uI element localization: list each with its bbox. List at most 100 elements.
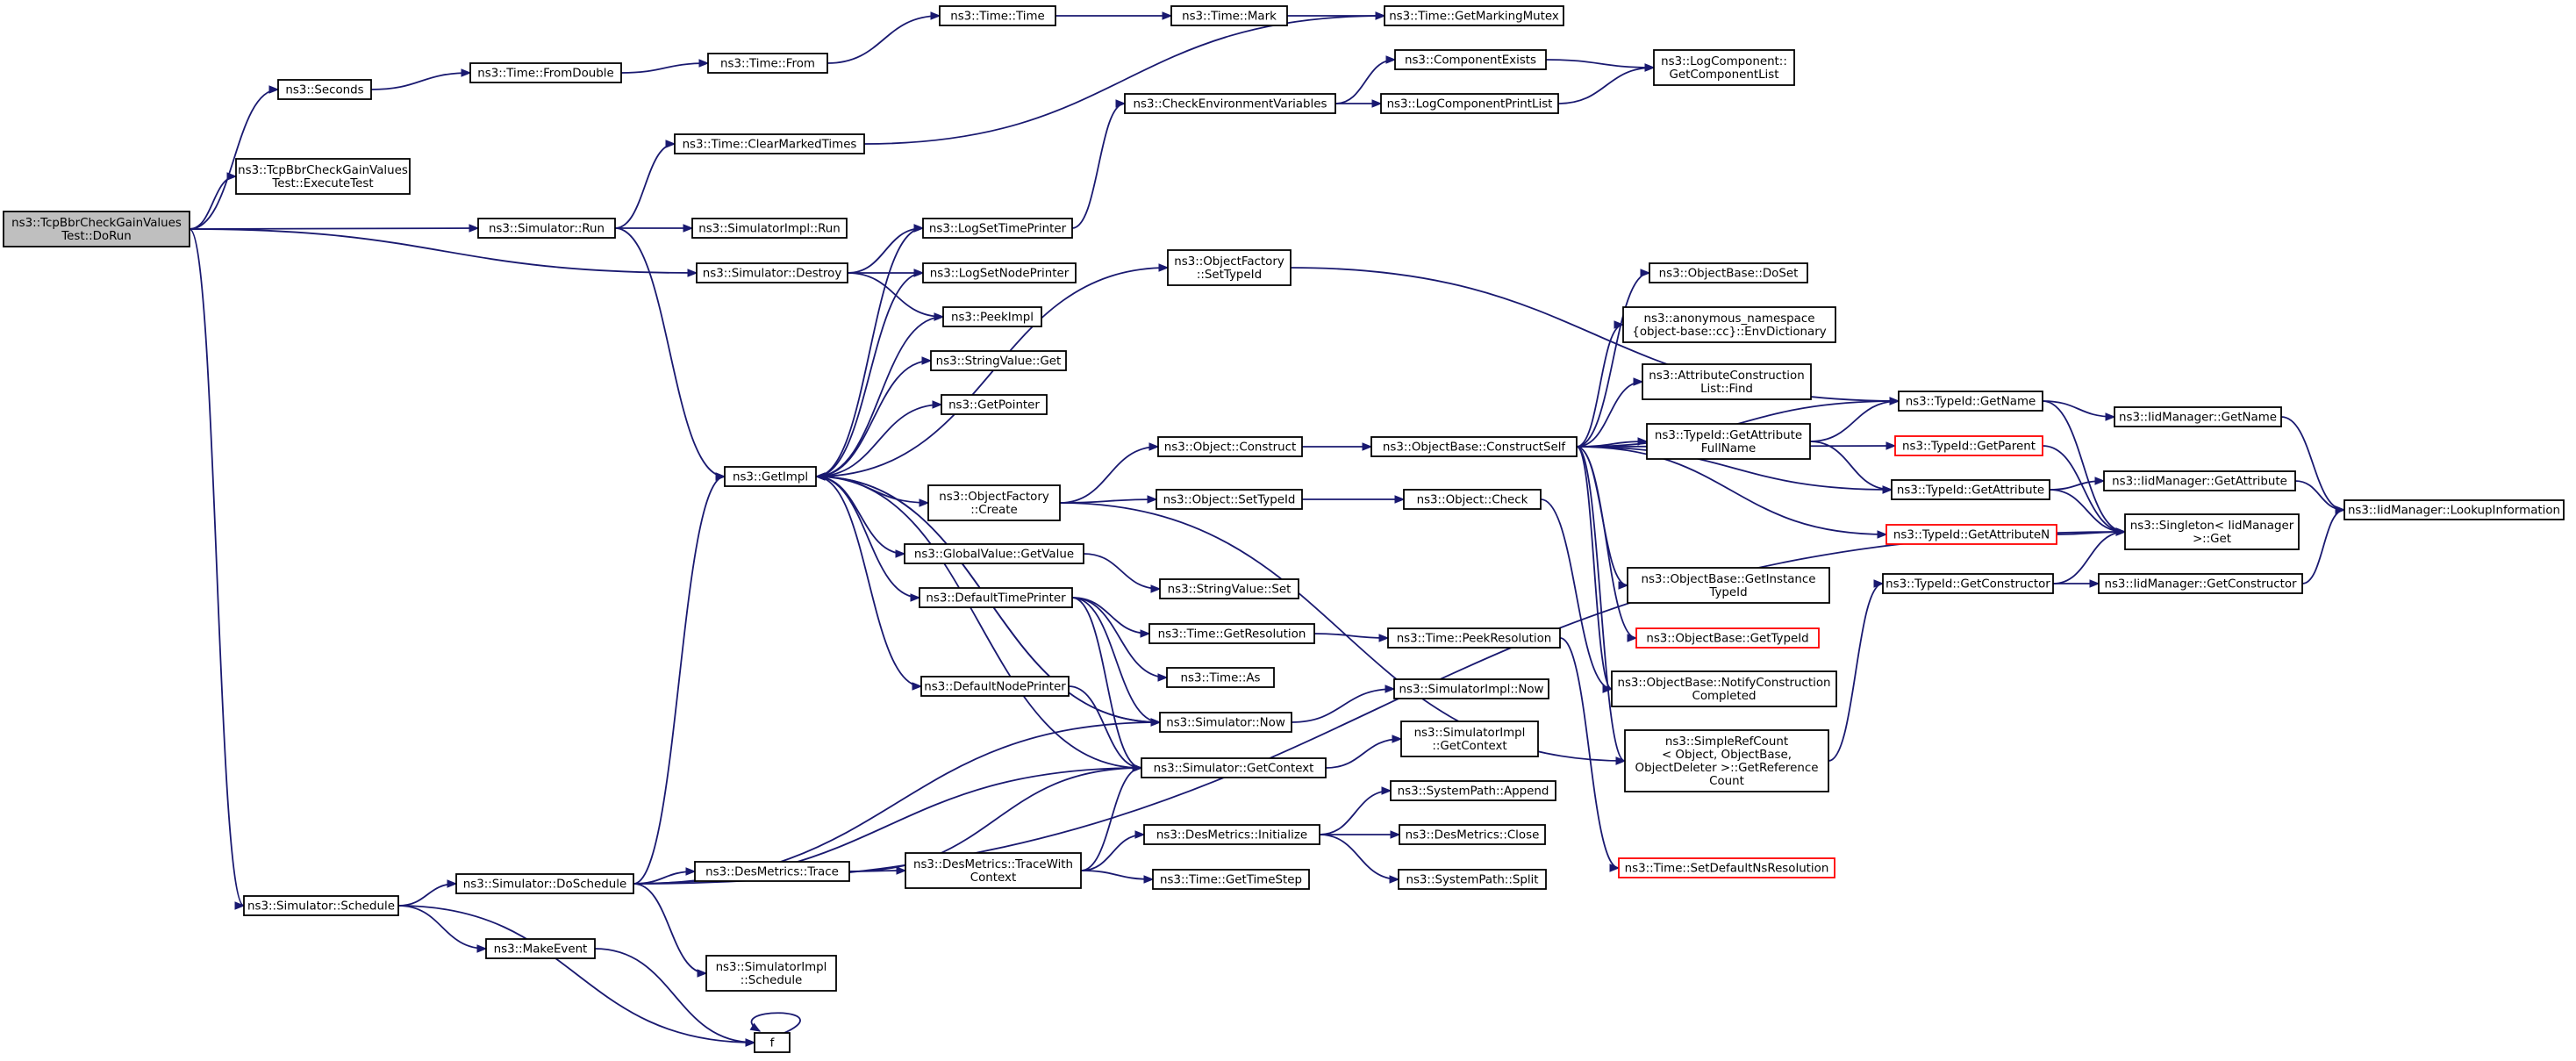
node-peekres[interactable]: ns3::Time::PeekResolution — [1387, 627, 1561, 649]
node-doset[interactable]: ns3::ObjectBase::DoSet — [1649, 262, 1808, 283]
node-ofcreate[interactable]: ns3::ObjectFactory::Create — [927, 484, 1061, 521]
arrowhead — [469, 224, 480, 233]
node-constructself[interactable]: ns3::ObjectBase::ConstructSelf — [1370, 436, 1578, 457]
node-f[interactable]: f — [754, 1032, 791, 1053]
node-label: ns3::DefaultTimePrinter — [926, 592, 1066, 606]
node-doschedule[interactable]: ns3::Simulator::DoSchedule — [455, 873, 634, 894]
edge-objcheck-to-notifyconstr — [1540, 498, 1614, 693]
node-box — [1627, 567, 1830, 604]
node-box — [939, 5, 1056, 26]
node-box — [1898, 391, 2043, 412]
edge-schedule-to-f — [397, 905, 756, 1047]
node-dminit[interactable]: ns3::DesMetrics::Initialize — [1143, 824, 1320, 845]
edge-constructself-to-notifyconstr — [1576, 446, 1614, 693]
node-box — [696, 262, 848, 283]
node-mark[interactable]: ns3::Time::Mark — [1170, 5, 1288, 26]
node-syssplit[interactable]: ns3::SystemPath::Split — [1398, 869, 1547, 890]
node-logcompprint[interactable]: ns3::LogComponentPrintList — [1380, 93, 1559, 114]
node-tidgetattrn[interactable]: ns3::TypeId::GetAttributeN — [1885, 524, 2057, 545]
node-getres[interactable]: ns3::Time::GetResolution — [1148, 623, 1315, 644]
node-peekimpl[interactable]: ns3::PeekImpl — [942, 306, 1042, 327]
node-strset[interactable]: ns3::StringValue::Set — [1159, 578, 1299, 599]
node-seconds[interactable]: ns3::Seconds — [277, 79, 372, 100]
node-sysappend[interactable]: ns3::SystemPath::Append — [1390, 780, 1556, 801]
node-implgetctx[interactable]: ns3::SimulatorImpl::GetContext — [1400, 720, 1539, 757]
node-implrun[interactable]: ns3::SimulatorImpl::Run — [691, 218, 848, 239]
node-box — [724, 466, 817, 487]
node-singleton[interactable]: ns3::Singleton< IidManager >::Get — [2124, 513, 2300, 550]
node-iidgetattr[interactable]: ns3::IidManager::GetAttribute — [2103, 470, 2296, 491]
node-dmtrace[interactable]: ns3::DesMetrics::Trace — [694, 861, 850, 882]
arrowhead — [1885, 441, 1897, 450]
node-implnow[interactable]: ns3::SimulatorImpl::Now — [1393, 678, 1549, 699]
node-box — [3, 211, 190, 247]
node-objconstruct[interactable]: ns3::Object::Construct — [1157, 436, 1303, 457]
node-notifyconstr[interactable]: ns3::ObjectBase::NotifyConstructionCompl… — [1611, 670, 1837, 707]
node-label: ns3::TypeId::GetAttribute — [1655, 429, 1802, 442]
edge-dmtracewith-to-dminit — [1080, 830, 1146, 871]
node-box — [1649, 262, 1808, 283]
arrowhead — [1877, 530, 1888, 539]
node-tidgetctor[interactable]: ns3::TypeId::GetConstructor — [1882, 573, 2054, 594]
node-timeas[interactable]: ns3::Time::As — [1166, 667, 1275, 688]
node-run[interactable]: ns3::Simulator::Run — [477, 218, 616, 239]
node-checkenv[interactable]: ns3::CheckEnvironmentVariables — [1124, 93, 1336, 114]
node-logsetnode[interactable]: ns3::LogSetNodePrinter — [922, 262, 1077, 283]
node-iidgetctor[interactable]: ns3::IidManager::GetConstructor — [2098, 573, 2303, 594]
arrowhead — [1389, 875, 1400, 884]
node-implschedule[interactable]: ns3::SimulatorImpl::Schedule — [705, 955, 837, 992]
node-objsettypeid[interactable]: ns3::Object::SetTypeId — [1156, 489, 1303, 510]
edge-doschedule-to-implschedule — [633, 883, 708, 978]
node-fromdouble[interactable]: ns3::Time::FromDouble — [469, 62, 622, 83]
node-dmclose[interactable]: ns3::DesMetrics::Close — [1399, 824, 1546, 845]
node-box — [1167, 249, 1292, 286]
node-simnow[interactable]: ns3::Simulator::Now — [1159, 712, 1292, 733]
node-box — [691, 218, 848, 239]
node-getobjtypeid[interactable]: ns3::ObjectBase::GetTypeId — [1635, 627, 1820, 649]
node-dtp[interactable]: ns3::DefaultTimePrinter — [919, 587, 1073, 608]
node-getimpl[interactable]: ns3::GetImpl — [724, 466, 817, 487]
node-simgetctx[interactable]: ns3::Simulator::GetContext — [1141, 757, 1327, 778]
node-tidgetparent[interactable]: ns3::TypeId::GetParent — [1894, 435, 2043, 456]
node-dnp[interactable]: ns3::DefaultNodePrinter — [920, 676, 1070, 697]
node-box — [477, 218, 616, 239]
node-schedule[interactable]: ns3::Simulator::Schedule — [243, 895, 399, 916]
node-label: ns3::Time::As — [1181, 672, 1261, 685]
node-simplerefcount[interactable]: ns3::SimpleRefCount< Object, ObjectBase,… — [1624, 729, 1829, 792]
node-makeevent[interactable]: ns3::MakeEvent — [485, 938, 596, 959]
node-box — [1141, 757, 1327, 778]
node-mutex[interactable]: ns3::Time::GetMarkingMutex — [1384, 5, 1564, 26]
node-destroy[interactable]: ns3::Simulator::Destroy — [696, 262, 848, 283]
node-label: ns3::Simulator::Now — [1166, 717, 1285, 730]
node-tidgetattr[interactable]: ns3::TypeId::GetAttribute — [1891, 479, 2050, 500]
edge-timetime-to-mark — [1055, 11, 1173, 20]
node-envdict[interactable]: ns3::anonymous_namespace{object-base::cc… — [1622, 306, 1836, 343]
node-gettimestep[interactable]: ns3::Time::GetTimeStep — [1152, 869, 1310, 890]
node-strget[interactable]: ns3::StringValue::Get — [930, 350, 1067, 371]
node-label: ns3::LogSetTimePrinter — [929, 223, 1067, 236]
node-tidgetname[interactable]: ns3::TypeId::GetName — [1898, 391, 2043, 412]
node-timetime[interactable]: ns3::Time::Time — [939, 5, 1056, 26]
node-logsettime[interactable]: ns3::LogSetTimePrinter — [922, 218, 1073, 239]
edge-constructself-to-getobjtypeid — [1576, 446, 1638, 642]
edge-getres-to-peekres — [1313, 633, 1390, 642]
node-setdefaultns[interactable]: ns3::Time::SetDefaultNsResolution — [1618, 857, 1835, 878]
node-logcompget[interactable]: ns3::LogComponent::GetComponentList — [1653, 49, 1795, 86]
edge-f-to-f — [749, 1012, 801, 1034]
edge-getimpl-to-logsetnode — [815, 269, 925, 477]
node-objcheck[interactable]: ns3::Object::Check — [1403, 489, 1542, 510]
node-gvget[interactable]: ns3::GlobalValue::GetValue — [904, 543, 1084, 564]
node-ofsettypeid[interactable]: ns3::ObjectFactory::SetTypeId — [1167, 249, 1292, 286]
node-timefrom[interactable]: ns3::Time::From — [707, 53, 828, 74]
arrowhead — [1134, 830, 1146, 839]
node-executetest[interactable]: ns3::TcpBbrCheckGainValuesTest::ExecuteT… — [235, 158, 411, 195]
node-clearmarked[interactable]: ns3::Time::ClearMarkedTimes — [674, 133, 865, 154]
node-compexists[interactable]: ns3::ComponentExists — [1394, 49, 1547, 70]
node-iidgetname[interactable]: ns3::IidManager::GetName — [2114, 406, 2282, 427]
node-lookupinfo[interactable]: ns3::IidManager::LookupInformation — [2343, 499, 2565, 520]
node-getpointer[interactable]: ns3::GetPointer — [941, 394, 1048, 415]
